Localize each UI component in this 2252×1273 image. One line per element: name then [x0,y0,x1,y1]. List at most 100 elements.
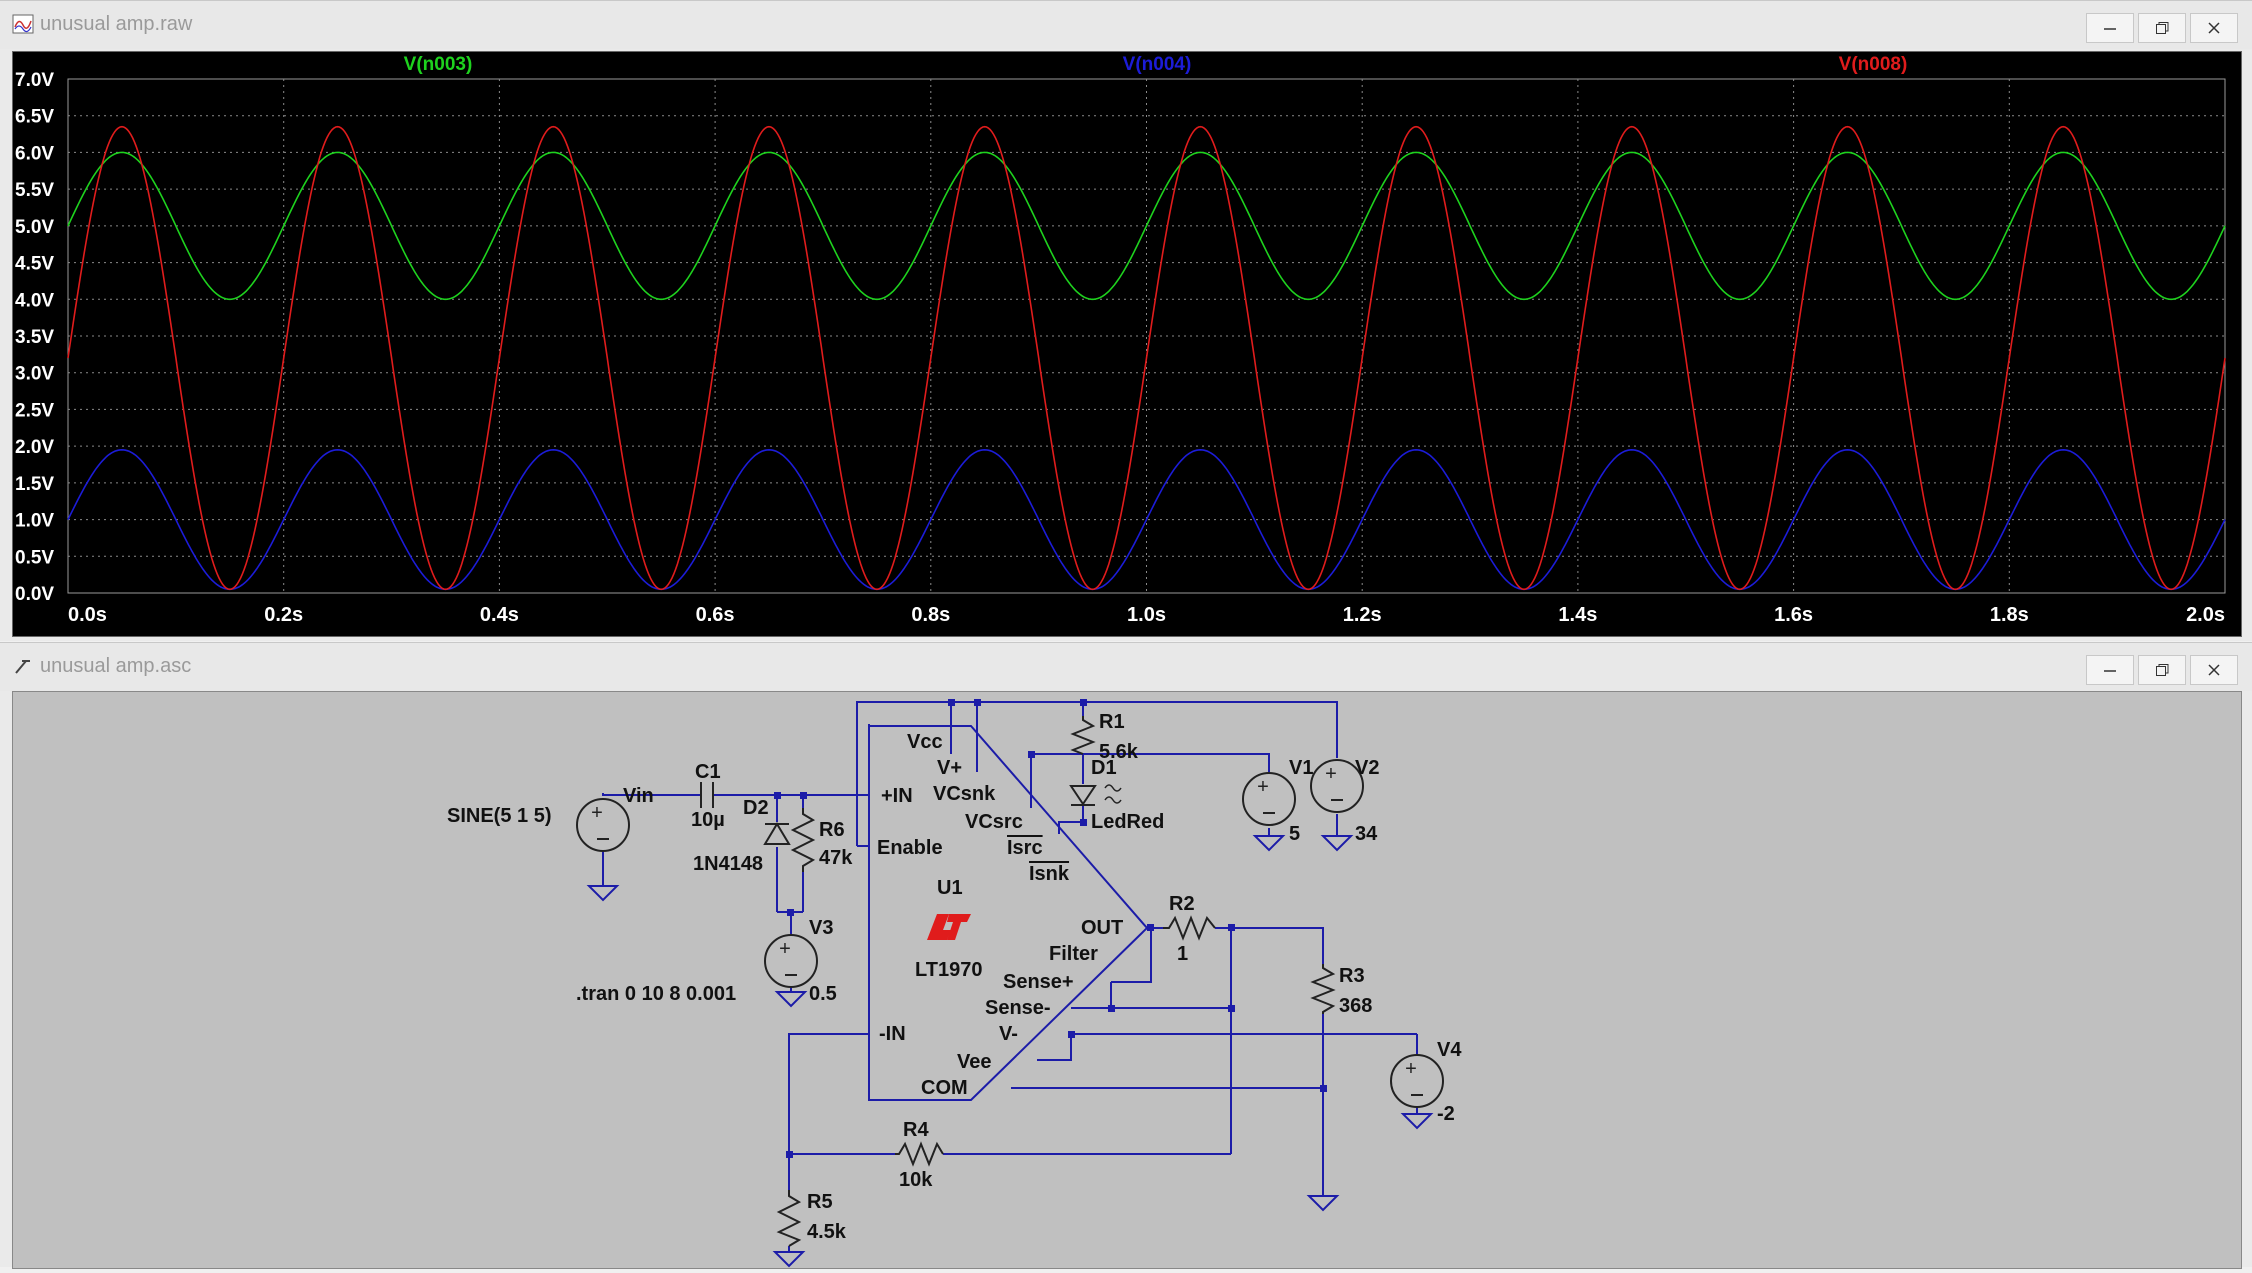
y-tick-label: 3.0V [15,364,54,385]
r4-name: R4 [903,1119,929,1141]
r1-resistor[interactable] [1070,716,1096,755]
x-tick-label: 1.8s [1990,604,2029,626]
c1-value: 10µ [691,809,725,831]
y-tick-label: 3.5V [15,327,54,348]
u1-pin-com: COM [921,1077,968,1099]
d2-value: 1N4148 [693,853,763,875]
x-tick-label: 0.6s [696,604,735,626]
y-tick-label: 4.0V [15,290,54,311]
minimize-icon [2104,670,2116,672]
v3-value: 0.5 [809,983,837,1005]
waveform-app-icon [12,14,34,34]
y-tick-label: 0.0V [15,584,54,605]
r2-value: 1 [1177,943,1188,965]
r1-name: R1 [1099,711,1125,733]
r5-name: R5 [807,1191,833,1213]
u1-pin-vee: Vee [957,1051,991,1073]
r3-resistor[interactable] [1310,964,1336,1014]
trace-label: V(n003) [404,54,473,75]
c1-name: C1 [695,761,721,783]
y-tick-label: 5.5V [15,180,54,201]
x-tick-label: 0.4s [480,604,519,626]
series-line-V(n003) [67,151,2226,301]
restore-icon [2156,22,2169,34]
v4-source[interactable] [1390,1054,1444,1108]
minimize-button[interactable] [2086,655,2134,685]
schematic-window-title: unusual amp.asc [40,655,192,677]
restore-button[interactable] [2138,655,2186,685]
schematic-drawing[interactable]: + [13,692,2241,1268]
v2-name: V2 [1355,757,1379,779]
u1-pin-isrc: Isrc [1007,837,1043,859]
junction-dots [774,699,1327,1158]
waveform-window-title: unusual amp.raw [40,13,193,35]
u1-pin-sense-plus: Sense+ [1003,971,1074,993]
waveform-titlebar[interactable]: unusual amp.raw [0,1,2252,49]
x-tick-label: 0.2s [264,604,303,626]
tran-directive[interactable]: .tran 0 10 8 0.001 [576,983,736,1005]
x-tick-label: 1.2s [1343,604,1382,626]
v4-value: -2 [1437,1103,1455,1125]
y-tick-label: 7.0V [15,70,54,91]
d2-diode[interactable] [763,822,791,845]
waveform-window: unusual amp.raw 0.0s 0.2s 0.4s 0.6s 0.8s 1.0s… [0,0,2252,637]
x-tick-label: 0.8s [911,604,950,626]
u1-pin-minus-in: -IN [879,1023,906,1045]
u1-name: U1 [937,877,963,899]
u1-lt1970-symbol[interactable] [868,724,1149,1101]
vin-net-label: Vin [623,785,654,807]
v1-name: V1 [1289,757,1313,779]
c1-capacitor[interactable] [700,782,714,808]
r3-value: 368 [1339,995,1372,1017]
restore-button[interactable] [2138,13,2186,43]
schematic-window: unusual amp.asc + [0,642,2252,1269]
schematic-app-icon [15,660,30,674]
vin-source[interactable] [576,798,630,852]
y-tick-label: 1.5V [15,474,54,495]
u1-part: LT1970 [915,959,982,981]
r5-value: 4.5k [807,1221,847,1243]
wires [602,701,1418,1252]
r3-name: R3 [1339,965,1365,987]
led-light-icon [1104,784,1122,792]
u1-pin-sense-minus: Sense- [985,997,1051,1019]
close-button[interactable] [2190,13,2238,43]
minimize-icon [2104,28,2116,30]
d1-led[interactable] [1069,784,1122,806]
u1-pin-vminus: V- [999,1023,1018,1045]
y-tick-label: 2.5V [15,400,54,421]
u1-pin-plus-in: +IN [881,785,913,807]
x-tick-label: 1.0s [1127,604,1166,626]
schematic-canvas[interactable]: + [12,691,2242,1269]
r2-resistor[interactable] [1163,915,1216,941]
x-tick-label: 0.0s [68,604,107,626]
r4-resistor[interactable] [895,1141,944,1167]
series-line-V(n008) [67,125,2226,591]
r5-resistor[interactable] [776,1190,802,1247]
x-tick-label: 1.4s [1558,604,1597,626]
r6-value: 47k [819,847,853,869]
minimize-button[interactable] [2086,13,2134,43]
y-tick-label: 5.0V [15,217,54,238]
y-tick-label: 0.5V [15,547,54,568]
schematic-titlebar[interactable]: unusual amp.asc [0,643,2252,691]
x-tick-label: 2.0s [2186,604,2225,626]
close-icon [2208,664,2220,676]
r1-value: 5.6k [1099,741,1139,763]
v1-source[interactable] [1242,772,1296,826]
close-button[interactable] [2190,655,2238,685]
u1-pin-vplus: V+ [937,757,962,779]
close-icon [2208,22,2220,34]
r2-name: R2 [1169,893,1195,915]
vin-source-value: SINE(5 1 5) [447,805,551,827]
y-tick-label: 6.0V [15,143,54,164]
v3-source[interactable] [764,934,818,988]
r6-resistor[interactable] [790,808,816,872]
d1-name: D1 [1091,757,1117,779]
u1-pin-out: OUT [1081,917,1123,939]
d1-value: LedRed [1091,811,1164,833]
trace-label: V(n008) [1839,54,1908,75]
u1-pin-enable: Enable [877,837,943,859]
